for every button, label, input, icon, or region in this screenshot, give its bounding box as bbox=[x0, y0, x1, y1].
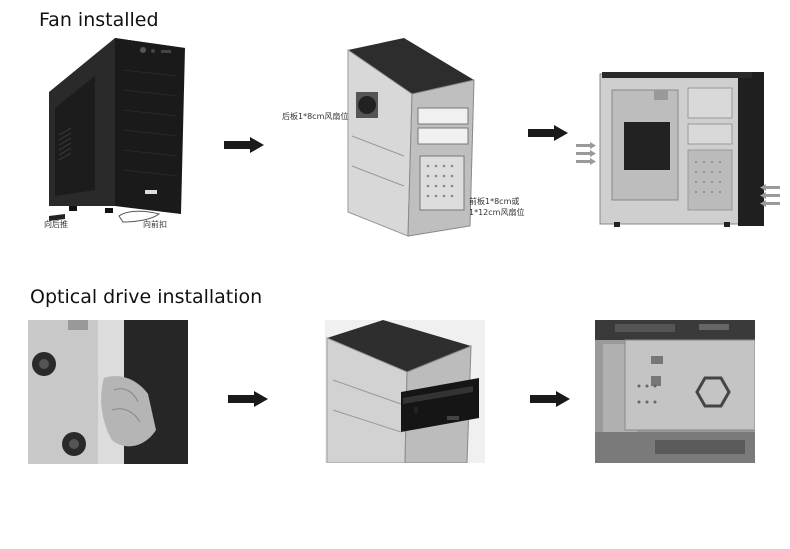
closed-case-photo bbox=[35, 30, 200, 245]
right-arrow-icon bbox=[528, 125, 568, 141]
caption-push-back: 向后推 bbox=[44, 220, 68, 229]
caption-front-fan-line2: 1*12cm风扇位 bbox=[469, 208, 525, 217]
remove-front-panel-photo bbox=[28, 320, 188, 464]
caption-rear-fan: 后板1*8cm风扇位 bbox=[282, 112, 349, 121]
insert-optical-drive-photo bbox=[325, 320, 485, 463]
drive-logo bbox=[414, 407, 418, 413]
drive-bay-closeup-photo bbox=[595, 320, 755, 463]
right-arrow-icon bbox=[224, 137, 264, 153]
caption-press-front: 向前扣 bbox=[143, 220, 167, 229]
open-case-photo bbox=[340, 36, 480, 246]
caption-front-fan-line1: 前板1*8cm或 bbox=[469, 197, 520, 206]
right-arrow-icon bbox=[530, 391, 570, 407]
section-title-fan: Fan installed bbox=[39, 9, 159, 31]
section-title-optical-drive: Optical drive installation bbox=[30, 286, 263, 308]
case-airflow-photo bbox=[598, 72, 770, 232]
airflow-arrow-icon bbox=[576, 142, 596, 165]
right-arrow-icon bbox=[228, 391, 268, 407]
airflow-arrow-icon bbox=[760, 184, 780, 207]
